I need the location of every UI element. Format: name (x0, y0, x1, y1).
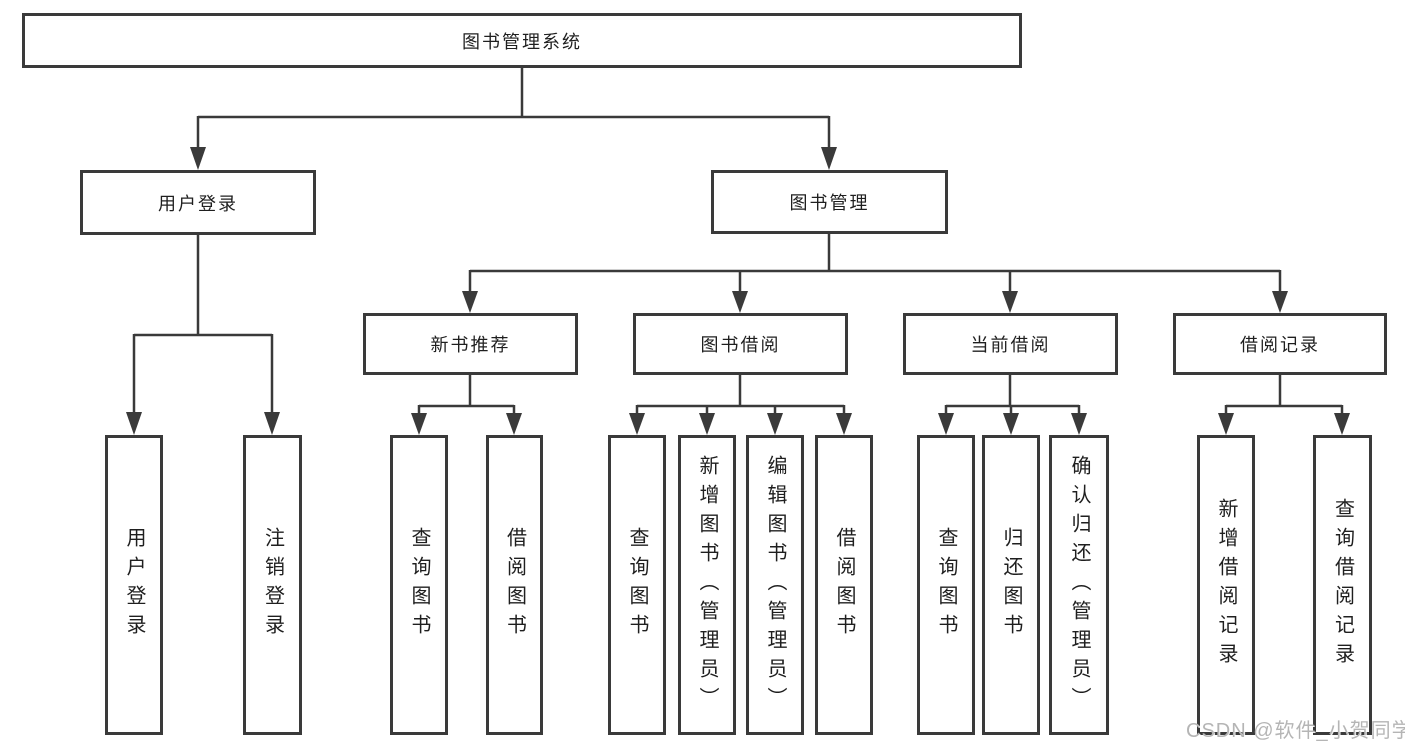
leaf-label: 查询借阅记录 (1331, 498, 1354, 672)
leaf-query-books-newbook: 查询图书 (390, 435, 448, 735)
leaf-label: 用户登录 (123, 527, 145, 643)
node-label: 图书借阅 (700, 335, 781, 355)
arrowhead-icon (411, 413, 427, 435)
node-book-mgmt: 图书管理 (711, 170, 948, 234)
leaf-label: 归还图书 (1000, 527, 1022, 643)
arrowhead-icon (821, 147, 837, 170)
arrowhead-icon (264, 412, 280, 435)
arrowhead-icon (190, 147, 206, 170)
arrowhead-icon (1272, 291, 1288, 313)
leaf-label: 查询图书 (408, 527, 430, 643)
connectors-root-to-level2 (190, 68, 837, 170)
arrowhead-icon (1003, 413, 1019, 435)
node-label: 当前借阅 (970, 335, 1051, 355)
leaf-label: 确认归还（管理员） (1068, 454, 1090, 716)
node-current-borrow: 当前借阅 (903, 313, 1118, 375)
node-user-login: 用户登录 (80, 170, 316, 235)
connectors-book-mgmt-to-level3 (462, 234, 1288, 313)
leaf-edit-books-admin: 编辑图书（管理员） (746, 435, 804, 735)
arrowhead-icon (1071, 413, 1087, 435)
arrowhead-icon (1002, 291, 1018, 313)
leaf-borrow-books-newbook: 借阅图书 (486, 435, 543, 735)
node-label: 新书推荐 (430, 335, 511, 355)
leaf-confirm-return-admin: 确认归还（管理员） (1049, 435, 1109, 735)
node-label: 图书管理系统 (462, 31, 582, 52)
leaf-label: 新增借阅记录 (1215, 498, 1237, 672)
leaf-label: 查询图书 (626, 527, 648, 643)
leaf-label: 编辑图书（管理员） (764, 454, 786, 716)
arrowhead-icon (767, 413, 783, 435)
leaf-user-login: 用户登录 (105, 435, 163, 735)
leaf-query-books-borrow: 查询图书 (608, 435, 666, 735)
leaf-borrow-books: 借阅图书 (815, 435, 873, 735)
node-root-system: 图书管理系统 (22, 13, 1022, 68)
connectors-book-borrow-to-leaves (629, 375, 852, 435)
arrowhead-icon (506, 413, 522, 435)
arrowhead-icon (938, 413, 954, 435)
node-borrow-record: 借阅记录 (1173, 313, 1387, 375)
node-label: 用户登录 (158, 193, 238, 214)
connectors-new-book-to-leaves (411, 375, 522, 435)
leaf-query-borrow-record: 查询借阅记录 (1313, 435, 1372, 735)
arrowhead-icon (629, 413, 645, 435)
leaf-label: 注销登录 (261, 527, 284, 643)
node-book-borrow: 图书借阅 (633, 313, 848, 375)
csdn-watermark: CSDN @软件_小贺同学 (1186, 720, 1405, 742)
connectors-borrow-record-to-leaves (1218, 375, 1350, 435)
node-new-book: 新书推荐 (363, 313, 578, 375)
leaf-logout: 注销登录 (243, 435, 302, 735)
arrowhead-icon (1218, 413, 1234, 435)
arrowhead-icon (732, 291, 748, 313)
leaf-return-books: 归还图书 (982, 435, 1040, 735)
arrowhead-icon (836, 413, 852, 435)
leaf-label: 借阅图书 (503, 527, 526, 643)
leaf-label: 借阅图书 (833, 527, 855, 643)
leaf-add-borrow-record: 新增借阅记录 (1197, 435, 1255, 735)
leaf-query-books-current: 查询图书 (917, 435, 975, 735)
leaf-label: 新增图书（管理员） (696, 454, 718, 716)
node-label: 借阅记录 (1240, 335, 1320, 355)
arrowhead-icon (126, 412, 142, 435)
arrowhead-icon (699, 413, 715, 435)
connectors-current-borrow-to-leaves (938, 375, 1087, 435)
arrowhead-icon (1334, 413, 1350, 435)
node-label: 图书管理 (789, 193, 870, 213)
connectors-user-login-to-leaves (126, 235, 280, 435)
arrowhead-icon (462, 291, 478, 313)
leaf-add-books-admin: 新增图书（管理员） (678, 435, 736, 735)
leaf-label: 查询图书 (935, 527, 957, 643)
